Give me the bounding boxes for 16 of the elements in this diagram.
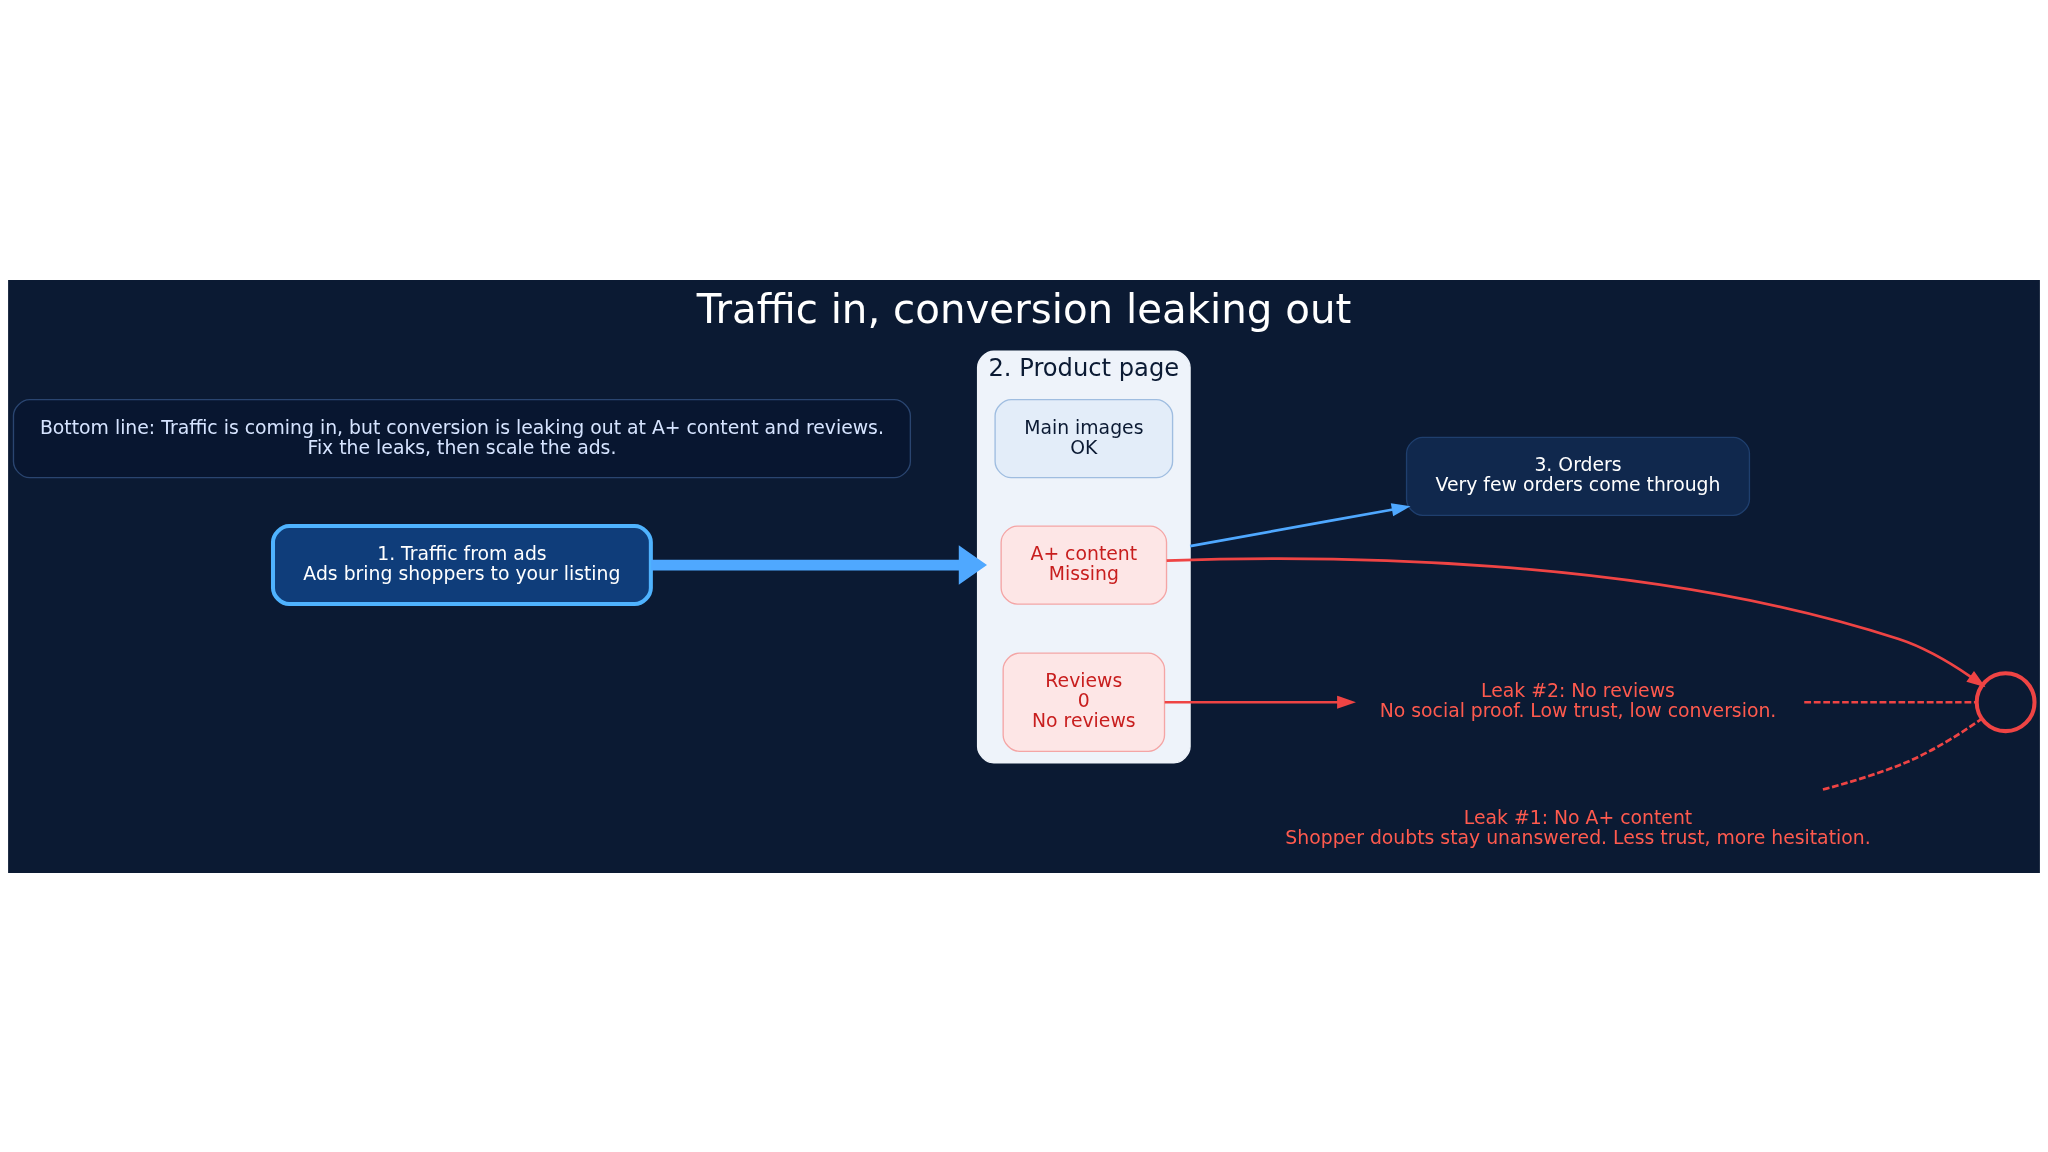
node-box: Reviews 0 No reviews — [1002, 652, 1166, 752]
node-box: 1. Traffic from ads Ads bring shoppers to your listing — [271, 523, 653, 606]
arrow — [1189, 502, 1411, 547]
node-box: 3. Orders Very few orders come through — [1405, 436, 1751, 516]
node-box: Main images OK — [994, 398, 1174, 478]
node-circle — [1974, 670, 2037, 733]
connector — [1804, 700, 1977, 704]
node-text: Leak #2: No reviews No social proof. Low trust, low conversion. — [1379, 679, 1777, 721]
node-box: A+ content Missing — [1000, 524, 1168, 605]
node-text: Leak #1: No A+ content Shopper doubts stay unanswered. Less trust, more hesitation. — [1285, 806, 1871, 848]
connector — [1822, 717, 1983, 791]
arrow — [1164, 695, 1356, 709]
diagram-title: Traffic in, conversion leaking out — [696, 285, 1352, 333]
node-box: Bottom line: Traffic is coming in, but conversion is leaking out at A+ content and reviews. Fix the leaks, then scale the ads. — [12, 398, 912, 478]
arrow — [1166, 556, 1986, 687]
arrow — [651, 544, 987, 585]
